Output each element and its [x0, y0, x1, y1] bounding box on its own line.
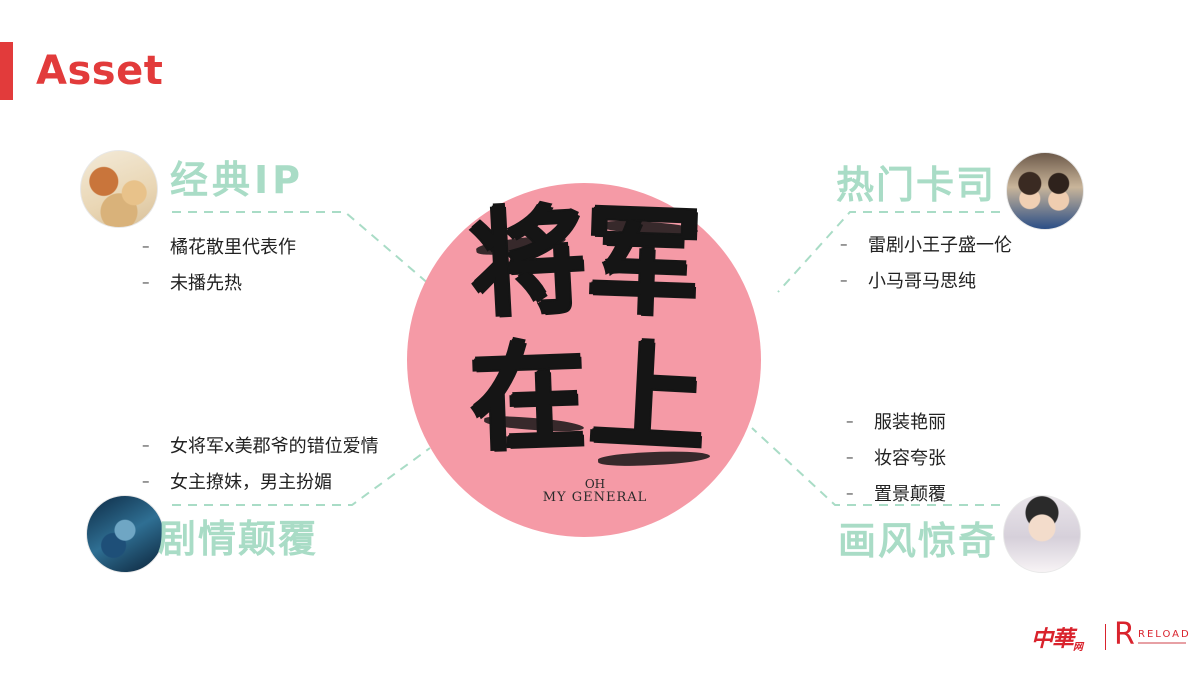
footer-divider [1105, 624, 1106, 650]
list-item: – 服装艳丽 [846, 403, 946, 439]
poster-title-char: 在 [467, 328, 589, 468]
list-item-text: 女将军x美郡爷的错位爱情 [170, 436, 379, 457]
poster-circle [407, 183, 761, 537]
cast-photo-thumbnail [1006, 152, 1084, 230]
list-item: – 橘花散里代表作 [142, 228, 296, 264]
costume-photo-thumbnail [1003, 495, 1081, 573]
dash-marker: – [846, 484, 854, 502]
list-item-text: 妆容夸张 [874, 448, 946, 469]
brand-logo-small-text: 网 [1073, 642, 1083, 653]
heading-hot-cast: 热门卡司 [836, 163, 997, 207]
book-cover-thumbnail [80, 150, 158, 228]
dash-marker: – [142, 237, 150, 255]
list-item: – 女主撩妹，男主扮媚 [142, 463, 379, 499]
dash-marker: – [840, 271, 848, 289]
reload-logo-underline [1138, 642, 1186, 644]
slide-title: Asset [36, 48, 164, 94]
brand-logo-zhonghua: 中華网 [1031, 621, 1083, 653]
list-plot-twist: – 女将军x美郡爷的错位爱情 – 女主撩妹，男主扮媚 [142, 427, 379, 499]
poster-title-char: 上 [586, 327, 710, 469]
list-item: – 女将军x美郡爷的错位爱情 [142, 427, 379, 463]
list-hot-cast: – 雷剧小王子盛一伦 – 小马哥马思纯 [840, 226, 1012, 298]
list-item-text: 置景颠覆 [874, 484, 946, 505]
dash-marker: – [840, 235, 848, 253]
list-item: – 雷剧小王子盛一伦 [840, 226, 1012, 262]
poster-logo-line2: MY GENERAL [542, 490, 648, 505]
poster-english-logo: OH MY GENERAL [540, 477, 650, 505]
list-visual-style: – 服装艳丽 – 妆容夸张 – 置景颠覆 [846, 403, 946, 511]
dash-marker: – [846, 412, 854, 430]
dash-marker: – [142, 472, 150, 490]
list-item: – 未播先热 [142, 264, 296, 300]
dash-marker: – [142, 436, 150, 454]
list-item-text: 小马哥马思纯 [868, 271, 976, 292]
title-accent-bar [0, 42, 13, 100]
list-item-text: 女主撩妹，男主扮媚 [170, 472, 332, 493]
brand-logo-main-text: 中華 [1031, 626, 1074, 652]
poster-logo-line1: OH [584, 477, 606, 491]
list-item: – 置景颠覆 [846, 475, 946, 511]
dash-marker: – [142, 273, 150, 291]
list-item: – 妆容夸张 [846, 439, 946, 475]
heading-visual-style: 画风惊奇 [838, 519, 999, 563]
list-item-text: 橘花散里代表作 [170, 237, 296, 258]
dash-marker: – [846, 448, 854, 466]
heading-plot-twist: 剧情颠覆 [158, 517, 319, 561]
heading-classic-ip: 经典IP [170, 158, 304, 202]
reload-logo-text: RELOAD [1138, 629, 1191, 640]
poster-title-char: 将 [466, 192, 590, 334]
poster-title-char: 军 [582, 193, 704, 333]
list-item-text: 雷剧小王子盛一伦 [868, 235, 1012, 256]
list-item-text: 服装艳丽 [874, 412, 946, 433]
list-classic-ip: – 橘花散里代表作 – 未播先热 [142, 228, 296, 300]
list-item: – 小马哥马思纯 [840, 262, 1012, 298]
list-item-text: 未播先热 [170, 273, 242, 294]
reload-logo-icon: R [1114, 617, 1135, 652]
scene-photo-thumbnail [86, 495, 164, 573]
